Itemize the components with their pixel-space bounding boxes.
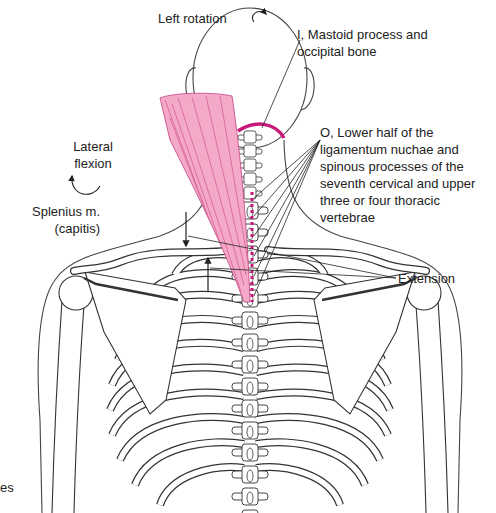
insertion-label: I, Mastoid process and occipital bone xyxy=(297,26,457,60)
flexion-arrow xyxy=(72,176,100,194)
action-label: Lateral flexion xyxy=(62,138,124,172)
action-label: Left rotation xyxy=(158,10,253,27)
muscle-label: Splenius m. (capitis) xyxy=(14,203,100,237)
origin-mark xyxy=(251,192,254,302)
splenius-muscle xyxy=(160,93,250,302)
rotation-arrow xyxy=(252,11,266,22)
action-label: Extension xyxy=(398,270,478,287)
origin-label: O, Lower half of the ligamentum nuchae a… xyxy=(320,124,480,226)
insertion-mark xyxy=(238,124,284,138)
cropped-text: es xyxy=(0,479,30,496)
